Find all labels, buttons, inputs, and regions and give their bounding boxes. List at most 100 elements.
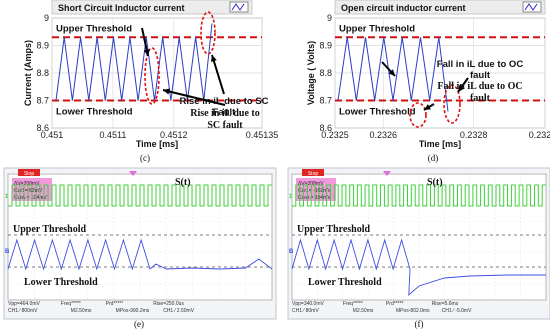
lower-threshold-label: Lower Threshold (56, 107, 133, 118)
scope-footer-readout: Prd***** (106, 301, 124, 307)
scope-footer-readout: CH1 ⁄ -5.0mV (442, 308, 472, 314)
y-tick-label: 8.8 (319, 68, 332, 78)
annotation-arrow-head (388, 69, 395, 76)
signal-label: S(t) (175, 177, 191, 188)
legend-swatch-icon (229, 1, 249, 13)
cursor-readout: ΔV=208mV (298, 181, 324, 187)
scope-footer-readout: MPos-802.0ms (396, 308, 430, 314)
trigger-marker-icon (383, 171, 391, 176)
scope-footer-readout: Rise=5.6ms (432, 301, 459, 307)
x-axis-label: Time [ms] (136, 139, 178, 149)
inductor-current-series (7, 238, 273, 271)
lower-threshold-label: Lower Threshold (339, 107, 416, 118)
x-tick-label: 0.2325 (321, 130, 349, 140)
x-tick-label: 0.45135 (246, 130, 279, 140)
fault-annotation: SC fault (207, 120, 243, 131)
x-tick-label: 0.2328 (460, 130, 488, 140)
cursor-readout: CurA = 104mV (14, 195, 47, 201)
scope-footer-readout: Vpp=340.0mV (292, 301, 324, 307)
stop-marker (302, 169, 324, 176)
scope-footer-readout: CH1 ⁄ 80mV (292, 308, 319, 314)
upper-threshold-label: Upper Threshold (13, 224, 87, 235)
x-tick-label: 0.2326 (370, 130, 398, 140)
y-tick-label: 8.7 (319, 96, 332, 106)
y-tick-label: 8.9 (319, 41, 332, 51)
stop-label: Stop (308, 171, 319, 177)
scope-footer-readout: Freq***** (61, 301, 81, 307)
upper-threshold-label: Upper Threshold (56, 23, 132, 34)
scope-footer-readout: M2.50ms (353, 308, 374, 314)
fault-annotation: Fall in iL due to OC (437, 59, 524, 70)
y-tick-label: 8.6 (36, 123, 49, 133)
legend-line-icon (524, 3, 538, 11)
x-axis-label: Time [ms] (419, 139, 461, 149)
panel-label: (c) (140, 153, 150, 163)
fault-annotation: Fall in iL due to OC (437, 81, 522, 92)
fault-annotation: Rise in iL due to SC (179, 96, 268, 107)
channel-b-marker: B (5, 249, 10, 255)
channel-b-marker: B (289, 249, 294, 255)
fault-ellipse (409, 102, 427, 128)
legend-box (334, 0, 546, 15)
scope-footer-readout: Prd***** (386, 301, 404, 307)
annotation-arrow (162, 89, 226, 106)
signal-label: S(t) (427, 177, 443, 188)
fault-ellipse (443, 84, 461, 124)
y-axis-label: Voltage ( Volts) (306, 41, 316, 105)
scope-footer-readout: MPos-990.2ms (116, 308, 150, 314)
fault-arrow-head (210, 55, 217, 62)
fault-annotation: Rise in iL due to (190, 108, 259, 119)
fault-annotation: fault (470, 93, 491, 104)
legend-line-icon (231, 3, 245, 11)
switching-signal-series (8, 184, 272, 207)
scope-footer-readout: M2.50ms (71, 308, 92, 314)
scope-footer-readout: Vpp=464.0mV (8, 301, 40, 307)
scope-footer-readout: CH1 ⁄ 2.50mV (163, 308, 195, 314)
lower-threshold-label: Lower Threshold (308, 277, 382, 288)
annotation-arrow-head (163, 88, 170, 95)
fault-arrow (211, 54, 225, 95)
legend-swatch-icon (522, 1, 542, 13)
upper-threshold-label: Upper Threshold (297, 224, 371, 235)
scope-footer-readout: CH1 ⁄ 800mV (8, 308, 38, 314)
legend-box (51, 0, 253, 15)
panel-label: (f) (415, 319, 424, 329)
y-tick-label: 8.8 (36, 68, 49, 78)
y-tick-label: 8.6 (319, 123, 332, 133)
legend-label: Open circuit inductor current (341, 3, 466, 13)
scope-footer-readout: Rise=250.0us (153, 301, 184, 307)
fault-ellipse (200, 11, 216, 55)
trigger-marker-icon (129, 171, 137, 176)
y-tick-label: 9 (327, 13, 332, 23)
cursor-readout: ΔV=208mV (14, 181, 40, 187)
y-axis-label: Current (Amps) (23, 40, 33, 106)
scope-footer-readout: Freq***** (343, 301, 363, 307)
inductor-current-series (337, 37, 449, 112)
lower-threshold-label: Lower Threshold (24, 277, 98, 288)
x-tick-label: 0.4511 (99, 130, 126, 140)
x-tick-label: 0.451 (41, 130, 64, 140)
channel-1-marker: 1 (5, 194, 9, 200)
x-tick-label: 0.23295 (529, 130, 550, 140)
channel-1-marker: 1 (289, 194, 293, 200)
y-tick-label: 8.9 (36, 41, 49, 51)
legend-label: Short Circuit Inductor current (58, 3, 185, 13)
annotation-arrow-head (143, 49, 150, 56)
fault-annotation: Fault (213, 107, 237, 118)
inductor-current-series (55, 23, 213, 101)
panel-label: (e) (134, 319, 144, 329)
upper-threshold-label: Upper Threshold (339, 23, 415, 34)
fault-arrow-head (458, 85, 465, 92)
annotation-arrow-head (424, 104, 431, 110)
fault-ellipse (144, 47, 160, 105)
fault-annotation: fault (470, 70, 491, 81)
stop-marker (18, 169, 40, 176)
panel-label: (d) (428, 153, 439, 163)
y-tick-label: 9 (44, 13, 49, 23)
readout-box (296, 178, 336, 201)
stop-label: Stop (24, 171, 35, 177)
inductor-current-series (291, 238, 546, 297)
switching-signal-series (292, 184, 546, 207)
